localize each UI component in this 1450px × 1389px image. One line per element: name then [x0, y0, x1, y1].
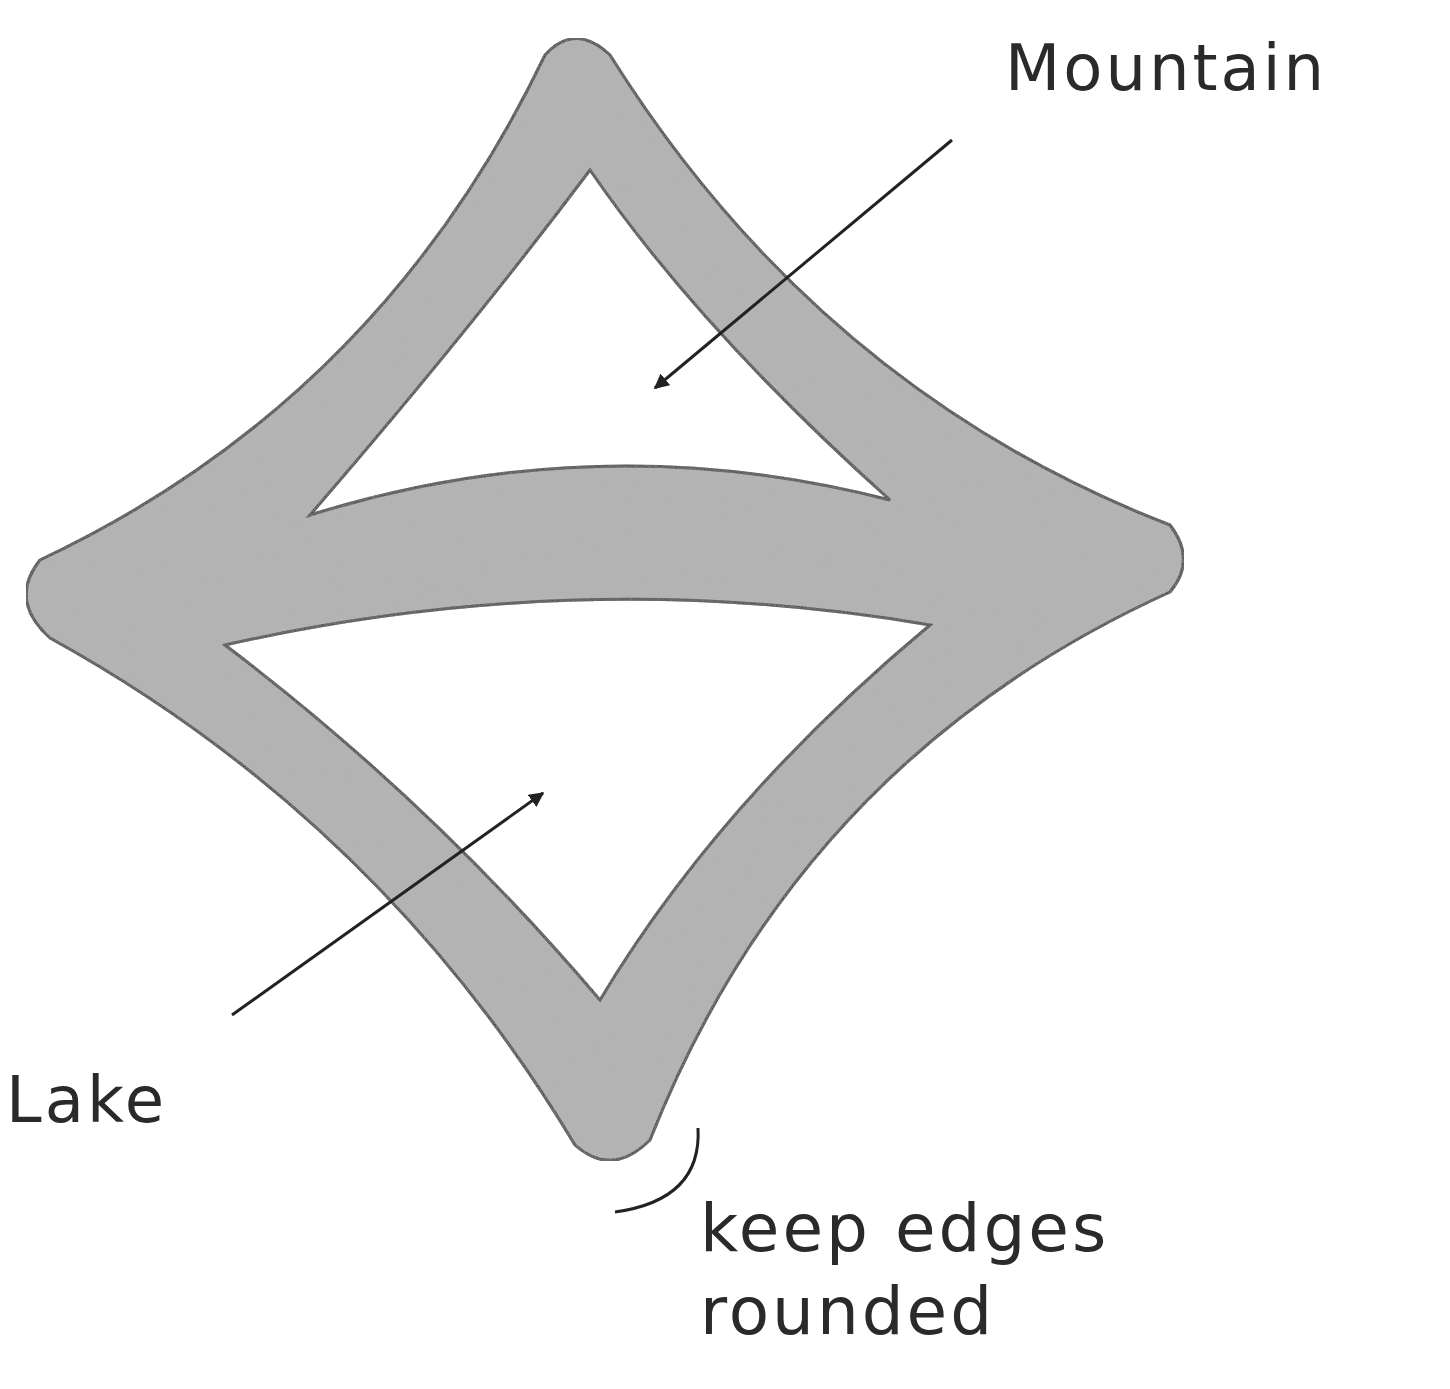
region-label: Mountain: [1005, 28, 1327, 108]
leader-line: [232, 793, 543, 1015]
leader-line: [655, 140, 952, 388]
design-note: keep edges rounded: [700, 1188, 1180, 1353]
ridge-shape: [26, 39, 1183, 1161]
region-label: Lake: [6, 1060, 167, 1140]
note-bracket: [615, 1128, 698, 1212]
